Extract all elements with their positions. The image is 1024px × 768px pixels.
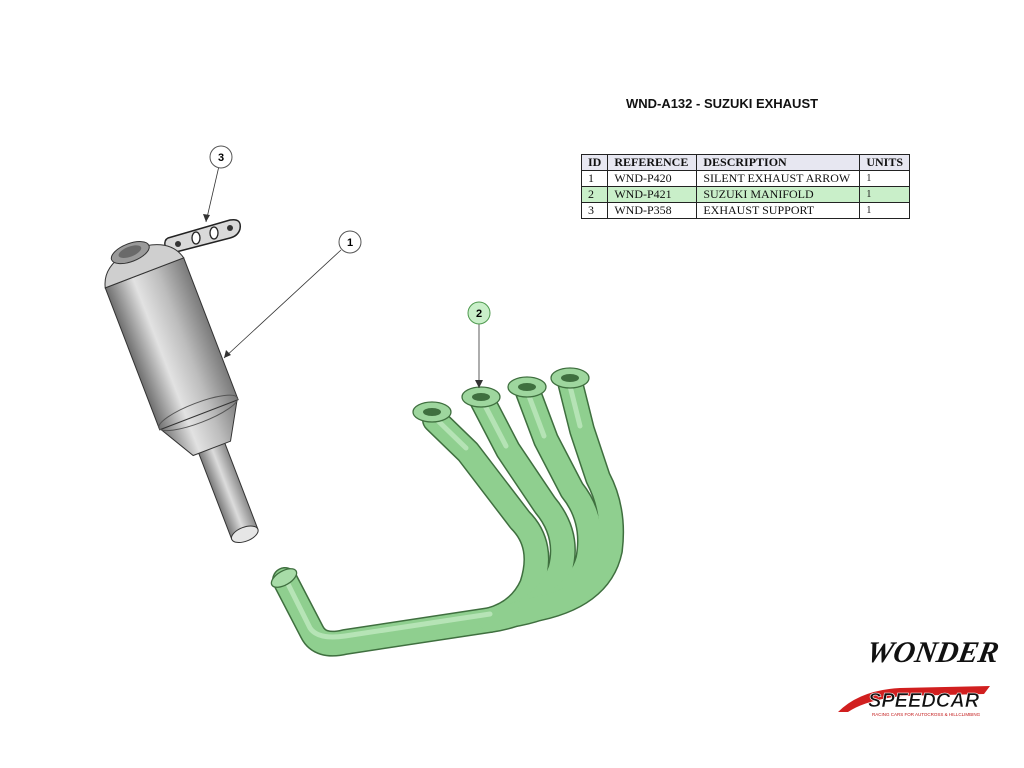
callout-2: 2 xyxy=(467,301,491,325)
header-description: DESCRIPTION xyxy=(696,154,861,171)
row-description: EXHAUST SUPPORT xyxy=(696,202,861,219)
callout-1: 1 xyxy=(338,230,362,254)
header-id: ID xyxy=(580,154,609,171)
exhaust-support-part xyxy=(164,218,242,254)
row-id: 2 xyxy=(580,186,609,203)
parts-table: ID REFERENCE DESCRIPTION UNITS 1 WND-P42… xyxy=(580,154,911,219)
svg-text:WONDER: WONDER xyxy=(864,635,1002,669)
table-row: 3 WND-P358 EXHAUST SUPPORT 1 xyxy=(580,202,911,219)
row-id: 3 xyxy=(580,202,609,219)
svg-text:RACING CARS FOR AUTOCROSS & HI: RACING CARS FOR AUTOCROSS & HILLCLIMBING xyxy=(872,712,981,717)
drawing-title: WND-A132 - SUZUKI EXHAUST xyxy=(625,96,819,111)
header-reference: REFERENCE xyxy=(607,154,698,171)
row-description: SILENT EXHAUST ARROW xyxy=(696,170,861,187)
row-id: 1 xyxy=(580,170,609,187)
row-units: 1 xyxy=(859,170,911,187)
svg-text:1: 1 xyxy=(347,237,353,249)
callout-3: 3 xyxy=(209,145,233,169)
table-row: 1 WND-P420 SILENT EXHAUST ARROW 1 xyxy=(580,170,911,187)
manifold-part xyxy=(270,367,625,657)
row-units: 1 xyxy=(859,202,911,219)
parts-table-header: ID REFERENCE DESCRIPTION UNITS xyxy=(580,154,911,171)
callout-leaders xyxy=(205,165,480,388)
svg-text:2: 2 xyxy=(476,308,482,320)
svg-text:SPEEDCAR: SPEEDCAR xyxy=(868,690,980,712)
svg-text:3: 3 xyxy=(218,152,224,164)
row-description: SUZUKI MANIFOLD xyxy=(696,186,861,203)
header-units: UNITS xyxy=(859,154,911,171)
speedcar-logo: SPEEDCAR RACING CARS FOR AUTOCROSS & HIL… xyxy=(838,686,990,717)
row-reference: WND-P420 xyxy=(607,170,698,187)
silencer-part xyxy=(104,241,259,543)
row-reference: WND-P358 xyxy=(607,202,698,219)
wonder-logo: WONDER xyxy=(864,635,1002,669)
